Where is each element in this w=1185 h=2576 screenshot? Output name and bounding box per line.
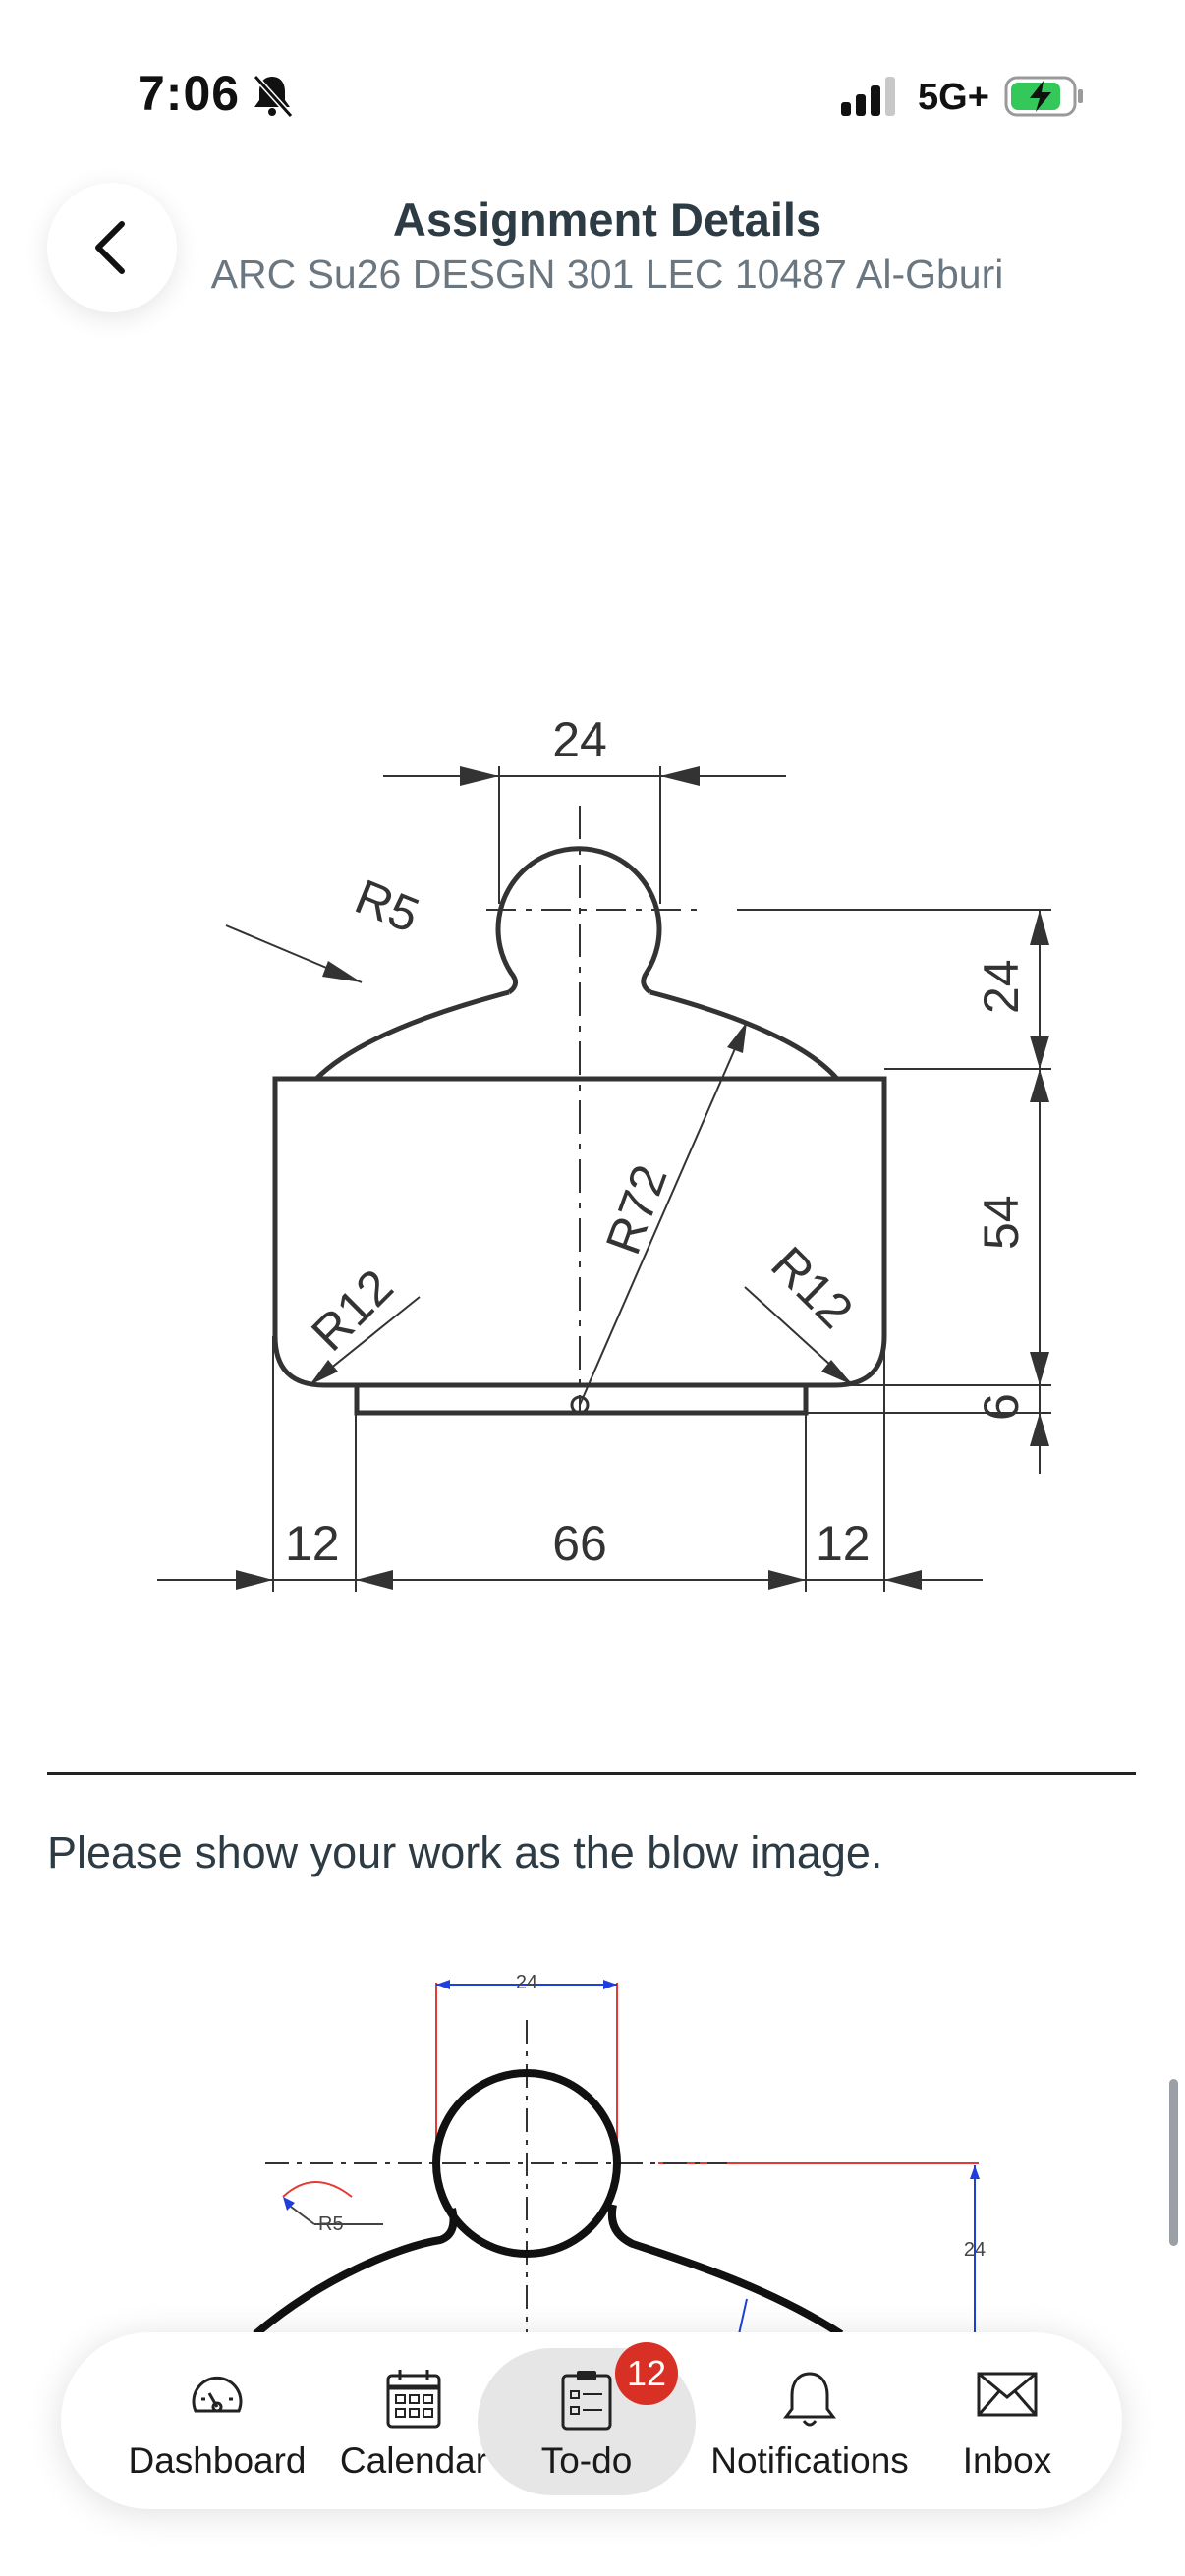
status-time: 7:06 [138, 66, 241, 121]
todo-icon [561, 2371, 612, 2431]
dim-r72: R72 [595, 1157, 678, 1260]
dim-bottom-mid: 66 [552, 1516, 607, 1571]
dim-r12-left: R12 [301, 1259, 403, 1361]
example-dim-right: 24 [964, 2239, 986, 2261]
inbox-icon [977, 2372, 1038, 2417]
instruction-text: Please show your work as the blow image. [47, 1827, 883, 1877]
scrollbar[interactable] [1169, 2079, 1178, 2246]
course-subtitle: ARC Su26 DESGN 301 LEC 10487 Al-Gburi [210, 252, 1004, 297]
tab-label: To-do [540, 2440, 633, 2481]
tab-todo[interactable]: 12 To-do [478, 2332, 696, 2509]
signal-icon [841, 77, 895, 116]
tab-notifications[interactable]: Notifications [696, 2332, 924, 2509]
bell-icon [783, 2372, 836, 2427]
dim-bottom-left: 12 [285, 1516, 340, 1571]
silent-bell-icon [253, 74, 294, 119]
tab-label: Dashboard [128, 2440, 307, 2481]
dashboard-icon [192, 2376, 243, 2413]
tab-label: Calendar [339, 2440, 488, 2481]
example-dim-top: 24 [516, 1972, 537, 1993]
page-title: Assignment Details [392, 194, 822, 246]
bottom-tab-bar: Dashboard Calendar 12 To-do [61, 2332, 1122, 2509]
tab-inbox[interactable]: Inbox [924, 2332, 1091, 2509]
calendar-icon [386, 2370, 441, 2429]
tab-label: Notifications [710, 2440, 909, 2481]
example-dim-r5: R5 [318, 2213, 344, 2235]
content-divider [47, 1772, 1136, 1775]
dim-r12-right: R12 [761, 1236, 863, 1338]
network-type: 5G+ [918, 77, 989, 118]
todo-count-badge: 12 [615, 2342, 678, 2405]
dim-r5: R5 [348, 868, 426, 943]
tab-calendar[interactable]: Calendar [326, 2332, 501, 2509]
tab-label: Inbox [962, 2440, 1052, 2481]
dim-right-bottom: 6 [974, 1393, 1029, 1421]
example-drawing: 24 R5 24 [253, 1972, 986, 2334]
assignment-drawing: 24 R5 R72 R12 R12 24 54 6 12 66 12 [157, 712, 1051, 1592]
dim-right-top: 24 [974, 959, 1029, 1014]
dim-right-mid: 54 [974, 1195, 1029, 1250]
back-button[interactable] [47, 183, 177, 312]
tab-dashboard[interactable]: Dashboard [108, 2332, 326, 2509]
dim-bottom-right: 12 [816, 1516, 871, 1571]
battery-charging-icon [1004, 76, 1083, 117]
chevron-left-icon [95, 221, 125, 274]
dim-top-width: 24 [552, 712, 607, 767]
status-bar: 7:06 5G+ [0, 0, 1185, 147]
